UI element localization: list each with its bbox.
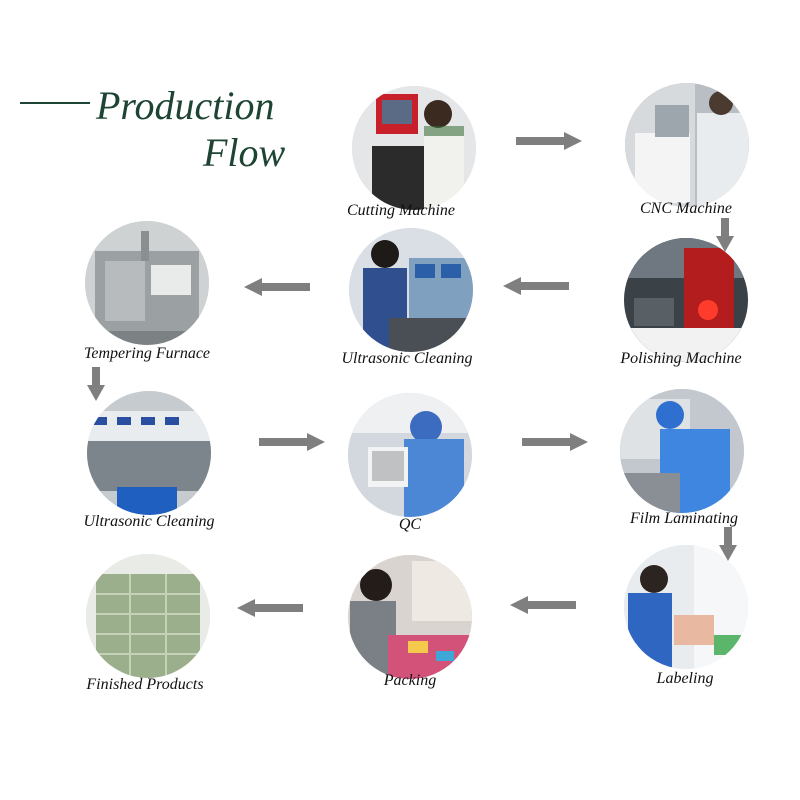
arrow-right-icon bbox=[522, 433, 588, 451]
arrow-down-icon bbox=[716, 218, 734, 252]
finished-products-photo bbox=[86, 554, 210, 678]
arrow-down-icon bbox=[719, 527, 737, 561]
step-label: Polishing Machine bbox=[620, 350, 742, 367]
step-label: QC bbox=[398, 516, 422, 533]
tempering-furnace-photo bbox=[85, 221, 209, 345]
page-title-line2: Flow bbox=[203, 130, 286, 175]
cutting-machine-photo bbox=[352, 86, 476, 210]
arrow-left-icon bbox=[244, 278, 310, 296]
step-label: Finished Products bbox=[86, 676, 204, 693]
step-label: Labeling bbox=[656, 670, 714, 687]
step-label: Ultrasonic Cleaning bbox=[341, 350, 473, 367]
arrow-down-icon bbox=[87, 367, 105, 401]
ultrasonic-cleaning-photo bbox=[349, 228, 473, 352]
arrow-left-icon bbox=[510, 596, 576, 614]
step-label: Tempering Furnace bbox=[83, 345, 211, 362]
step-label: CNC Machine bbox=[640, 200, 732, 217]
film-laminating-photo bbox=[620, 389, 744, 513]
step-label: Ultrasonic Cleaning bbox=[83, 513, 215, 530]
arrow-left-icon bbox=[237, 599, 303, 617]
labeling-photo bbox=[624, 545, 748, 669]
packing-photo bbox=[348, 555, 472, 679]
quality-control-photo bbox=[348, 393, 472, 517]
ultrasonic-tanks-photo bbox=[87, 391, 211, 515]
arrow-right-icon bbox=[516, 132, 582, 150]
step-label: Film Laminating bbox=[629, 510, 738, 527]
cnc-machine-photo bbox=[625, 83, 749, 207]
arrow-left-icon bbox=[503, 277, 569, 295]
title-rule bbox=[20, 102, 90, 104]
step-label: Packing bbox=[383, 672, 437, 689]
page-title-line1: Production bbox=[96, 83, 275, 128]
arrow-right-icon bbox=[259, 433, 325, 451]
step-label: Cutting Machine bbox=[347, 202, 455, 219]
polishing-machine-photo bbox=[624, 238, 748, 362]
